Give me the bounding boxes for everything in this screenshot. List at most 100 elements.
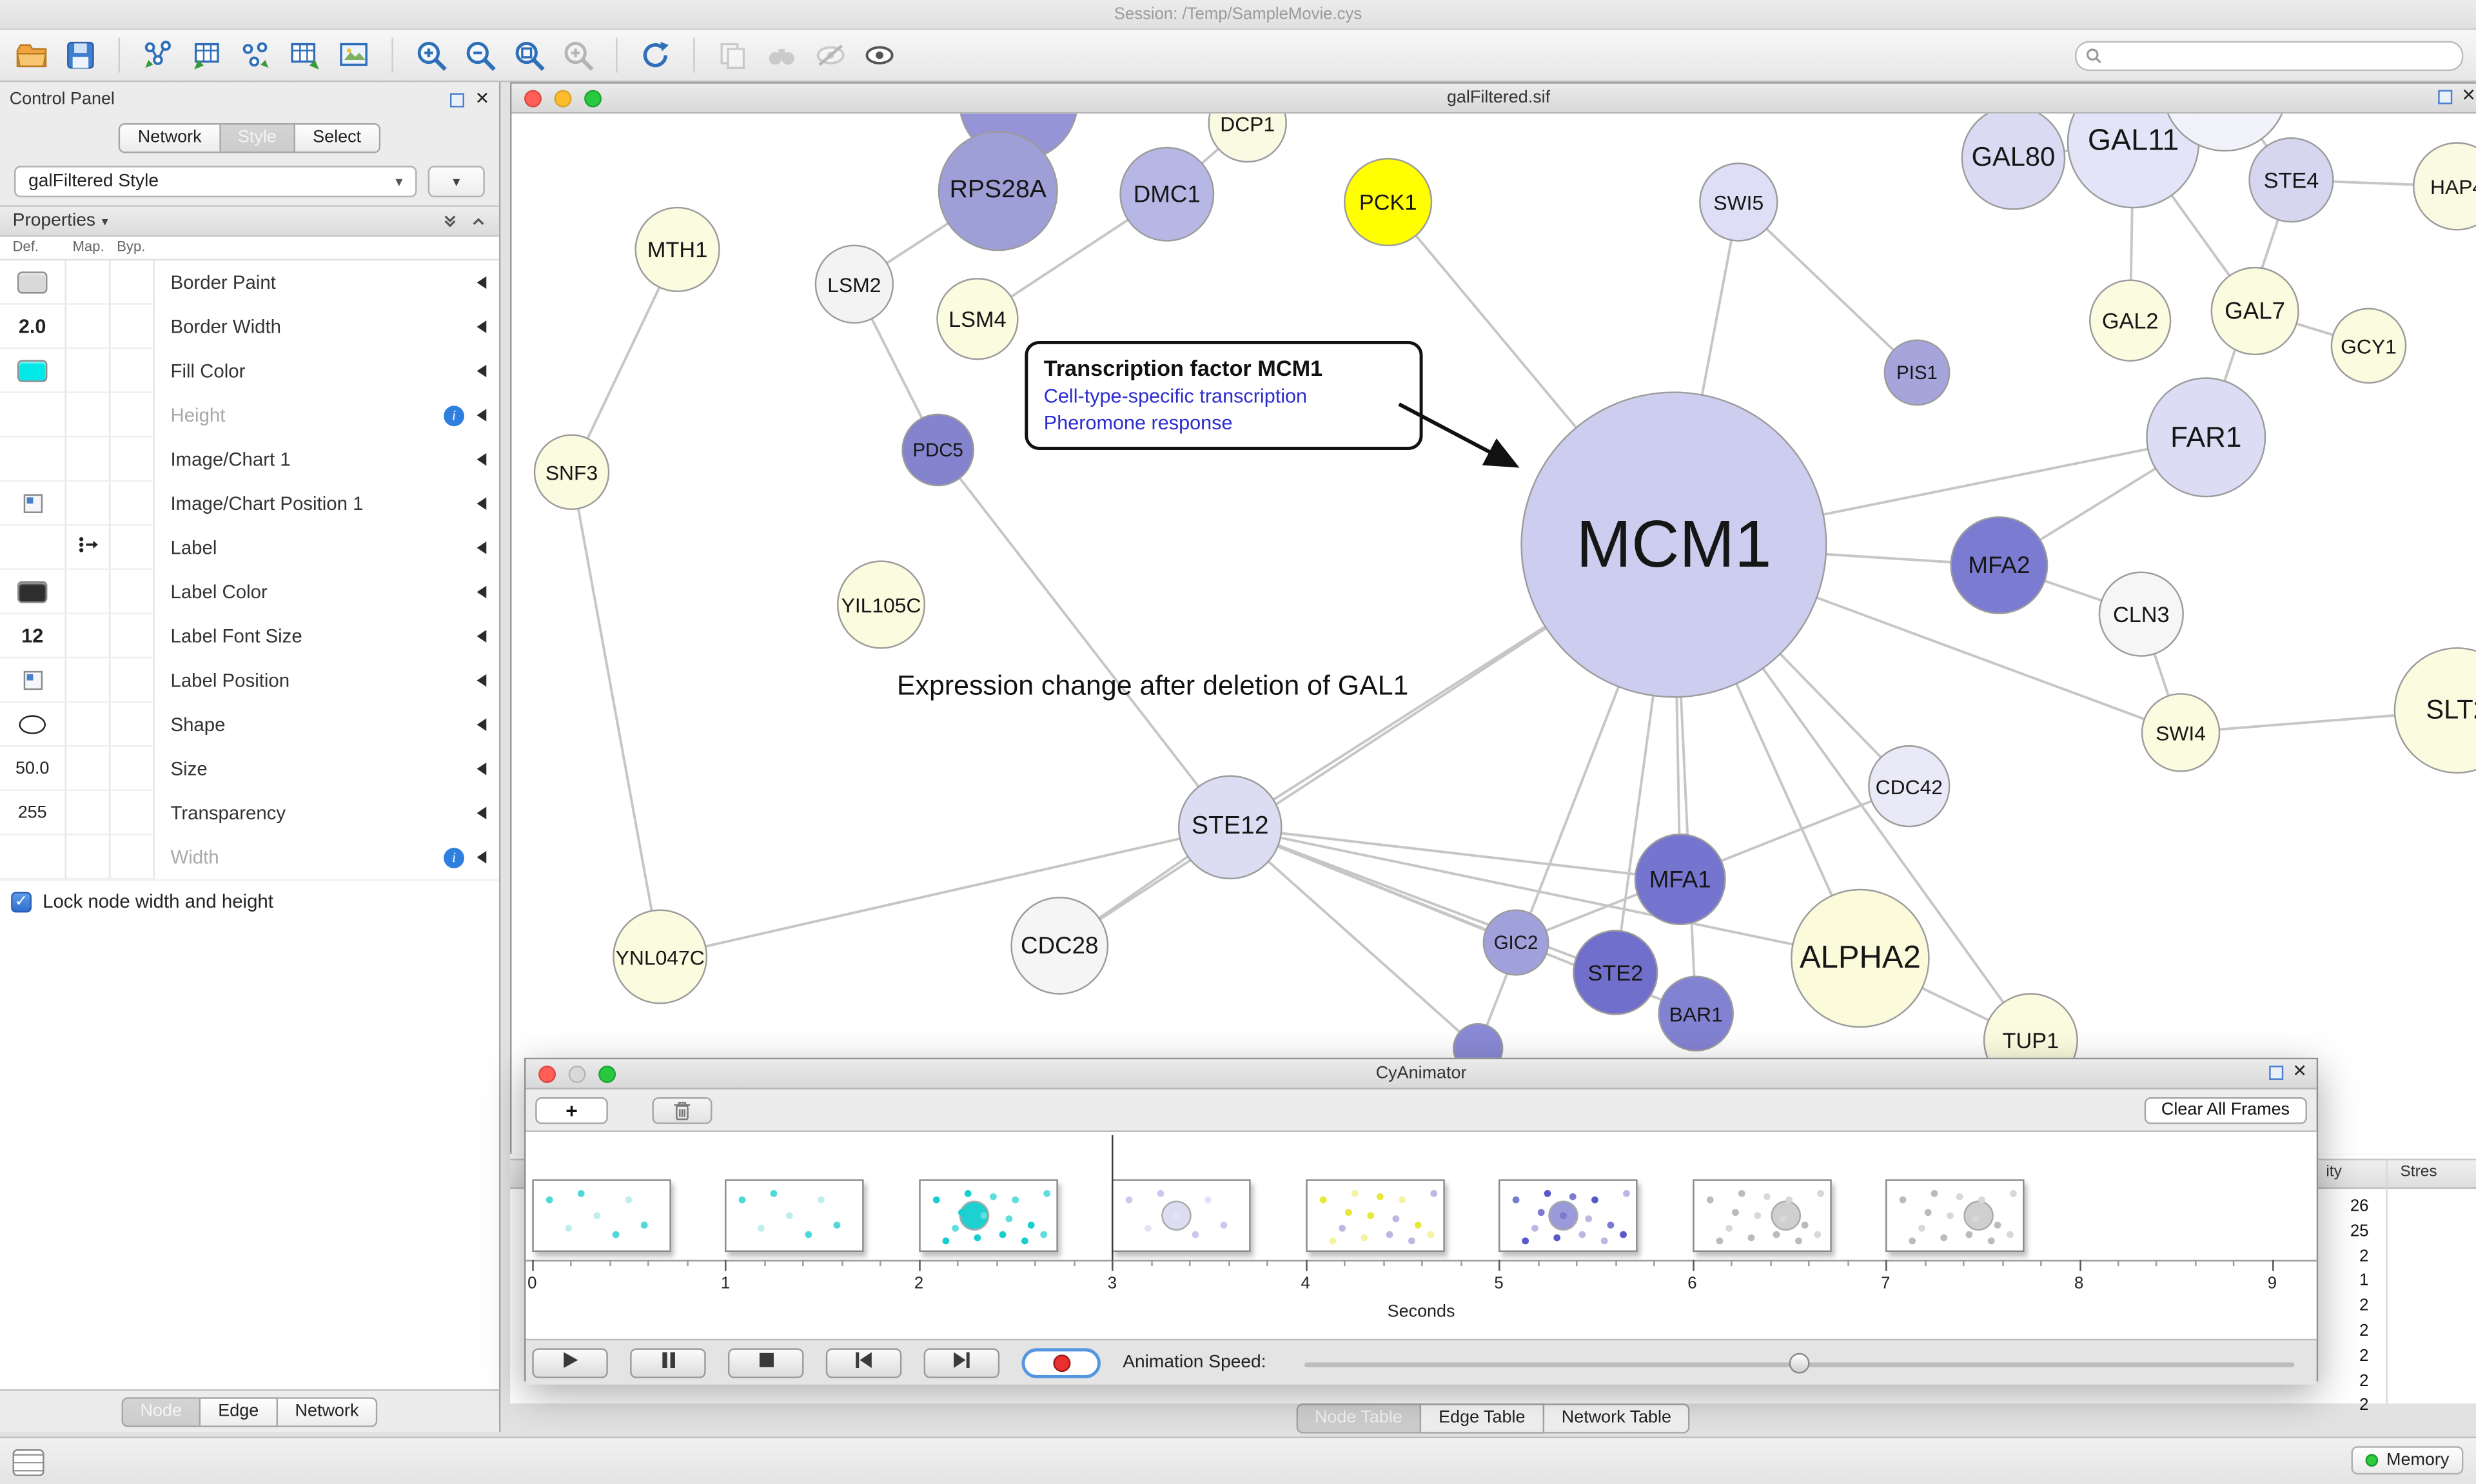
close-view-icon[interactable]: ✕ <box>2461 86 2476 106</box>
node-snf3[interactable]: SNF3 <box>533 434 610 511</box>
export-image-icon[interactable] <box>335 36 373 74</box>
zoom-selected-icon[interactable] <box>559 36 597 74</box>
edge-pis1-swi5[interactable] <box>1737 201 1918 374</box>
node-bar1[interactable]: BAR1 <box>1658 975 1734 1052</box>
annotation-link-2[interactable]: Pheromone response <box>1043 412 1233 434</box>
default-value-cell[interactable]: 50.0 <box>0 747 66 791</box>
float-window-icon[interactable] <box>2437 90 2452 104</box>
edge-ste12-alpha2[interactable] <box>1230 826 1861 960</box>
expand-row-icon[interactable] <box>477 762 487 776</box>
previous-frame-button[interactable] <box>825 1347 902 1378</box>
node-ste12[interactable]: STE12 <box>1177 775 1282 880</box>
node-swi4[interactable]: SWI4 <box>2141 693 2221 772</box>
first-neighbors-icon[interactable] <box>763 36 801 74</box>
expand-row-icon[interactable] <box>477 542 487 554</box>
mapping-cell[interactable] <box>66 747 111 791</box>
edge-pdc5-ste12[interactable] <box>937 449 1232 828</box>
expand-row-icon[interactable] <box>477 364 487 378</box>
bypass-cell[interactable] <box>110 658 155 703</box>
copy-icon[interactable] <box>714 36 752 74</box>
frame-thumbnail-4[interactable] <box>1305 1179 1445 1253</box>
annotation-box[interactable]: Transcription factor MCM1 Cell-type-spec… <box>1025 340 1423 450</box>
animation-speed-slider[interactable] <box>1304 1347 2295 1378</box>
frame-thumbnail-6[interactable] <box>1692 1179 1831 1253</box>
collapse-all-icon[interactable] <box>442 213 458 229</box>
open-session-icon[interactable] <box>13 36 51 74</box>
default-value-cell[interactable] <box>0 835 66 880</box>
zoom-window-icon[interactable] <box>598 1066 616 1084</box>
task-history-icon[interactable] <box>12 1449 44 1476</box>
close-view-icon[interactable]: ✕ <box>2292 1062 2307 1082</box>
expand-all-icon[interactable] <box>471 213 486 229</box>
bypass-cell[interactable] <box>110 702 155 747</box>
tab-edge-table[interactable]: Edge Table <box>1421 1403 1544 1434</box>
node-gal7[interactable]: GAL7 <box>2210 266 2299 356</box>
default-value-cell[interactable] <box>0 260 66 305</box>
node-mth1[interactable]: MTH1 <box>634 206 720 293</box>
property-row-image-chart-1[interactable]: Image/Chart 1 <box>0 437 499 482</box>
default-value-cell[interactable] <box>0 525 66 571</box>
node-mcm1[interactable]: MCM1 <box>1520 391 1827 698</box>
tab-node-table[interactable]: Node Table <box>1295 1403 1422 1434</box>
mapping-cell[interactable] <box>66 481 111 526</box>
cyanimator-titlebar[interactable]: CyAnimator ✕ <box>526 1059 2317 1089</box>
node-cln3[interactable]: CLN3 <box>2098 571 2184 657</box>
mapping-cell[interactable] <box>66 570 111 614</box>
edge-ste12-mfa1[interactable] <box>1230 826 1680 881</box>
import-table-icon[interactable] <box>188 36 226 74</box>
property-row-label-position[interactable]: Label Position <box>0 658 499 703</box>
default-value-cell[interactable]: 2.0 <box>0 304 66 349</box>
default-value-cell[interactable] <box>0 658 66 703</box>
default-value-cell[interactable] <box>0 437 66 482</box>
mapping-cell[interactable] <box>66 790 111 835</box>
expand-row-icon[interactable] <box>477 453 487 466</box>
node-gal80[interactable]: GAL80 <box>1961 113 2066 210</box>
node-mfa1[interactable]: MFA1 <box>1634 834 1726 926</box>
expand-row-icon[interactable] <box>477 497 487 511</box>
export-table-icon[interactable] <box>286 36 324 74</box>
bypass-cell[interactable] <box>110 437 155 482</box>
frame-thumbnail-1[interactable] <box>725 1179 865 1253</box>
slider-thumb[interactable] <box>1789 1352 1810 1373</box>
tab-network[interactable]: Network <box>277 1396 378 1427</box>
bypass-cell[interactable] <box>110 525 155 571</box>
bypass-cell[interactable] <box>110 481 155 526</box>
node-cdc28[interactable]: CDC28 <box>1010 897 1109 995</box>
edge-ynl047c-ste12[interactable] <box>660 826 1231 958</box>
expand-row-icon[interactable] <box>477 718 487 731</box>
node-cdc42[interactable]: CDC42 <box>1868 745 1950 828</box>
default-value-cell[interactable] <box>0 702 66 747</box>
search-input[interactable] <box>2108 44 2453 66</box>
node-lsm4[interactable]: LSM4 <box>936 278 1019 360</box>
node-mfa2[interactable]: MFA2 <box>1950 516 2049 614</box>
style-options-button[interactable]: ▾ <box>427 166 485 198</box>
tab-style[interactable]: Style <box>220 122 296 153</box>
expand-row-icon[interactable] <box>477 851 487 864</box>
playhead[interactable] <box>1112 1135 1114 1268</box>
show-all-icon[interactable] <box>861 36 899 74</box>
pause-button[interactable] <box>630 1347 706 1378</box>
property-row-border-paint[interactable]: Border Paint <box>0 260 499 305</box>
default-value-cell[interactable] <box>0 349 66 393</box>
tab-network[interactable]: Network <box>119 122 221 153</box>
expand-row-icon[interactable] <box>477 585 487 599</box>
node-swi5[interactable]: SWI5 <box>1699 162 1778 242</box>
mapping-cell[interactable] <box>66 702 111 747</box>
expand-row-icon[interactable] <box>477 674 487 687</box>
tab-edge[interactable]: Edge <box>201 1396 278 1427</box>
table-column-stress[interactable]: Stres <box>2400 1163 2437 1181</box>
expand-row-icon[interactable] <box>477 409 487 422</box>
node-pis1[interactable]: PIS1 <box>1883 339 1950 406</box>
property-row-shape[interactable]: Shape <box>0 702 499 747</box>
node-dmc1[interactable]: DMC1 <box>1119 146 1215 242</box>
mapping-cell[interactable] <box>66 393 111 438</box>
edge-snf3-ynl047c[interactable] <box>570 471 662 957</box>
memory-button[interactable]: Memory <box>2352 1446 2464 1475</box>
mapping-cell[interactable] <box>66 437 111 482</box>
play-button[interactable] <box>532 1347 608 1378</box>
mapping-cell[interactable] <box>66 658 111 703</box>
record-button[interactable] <box>1021 1347 1101 1378</box>
